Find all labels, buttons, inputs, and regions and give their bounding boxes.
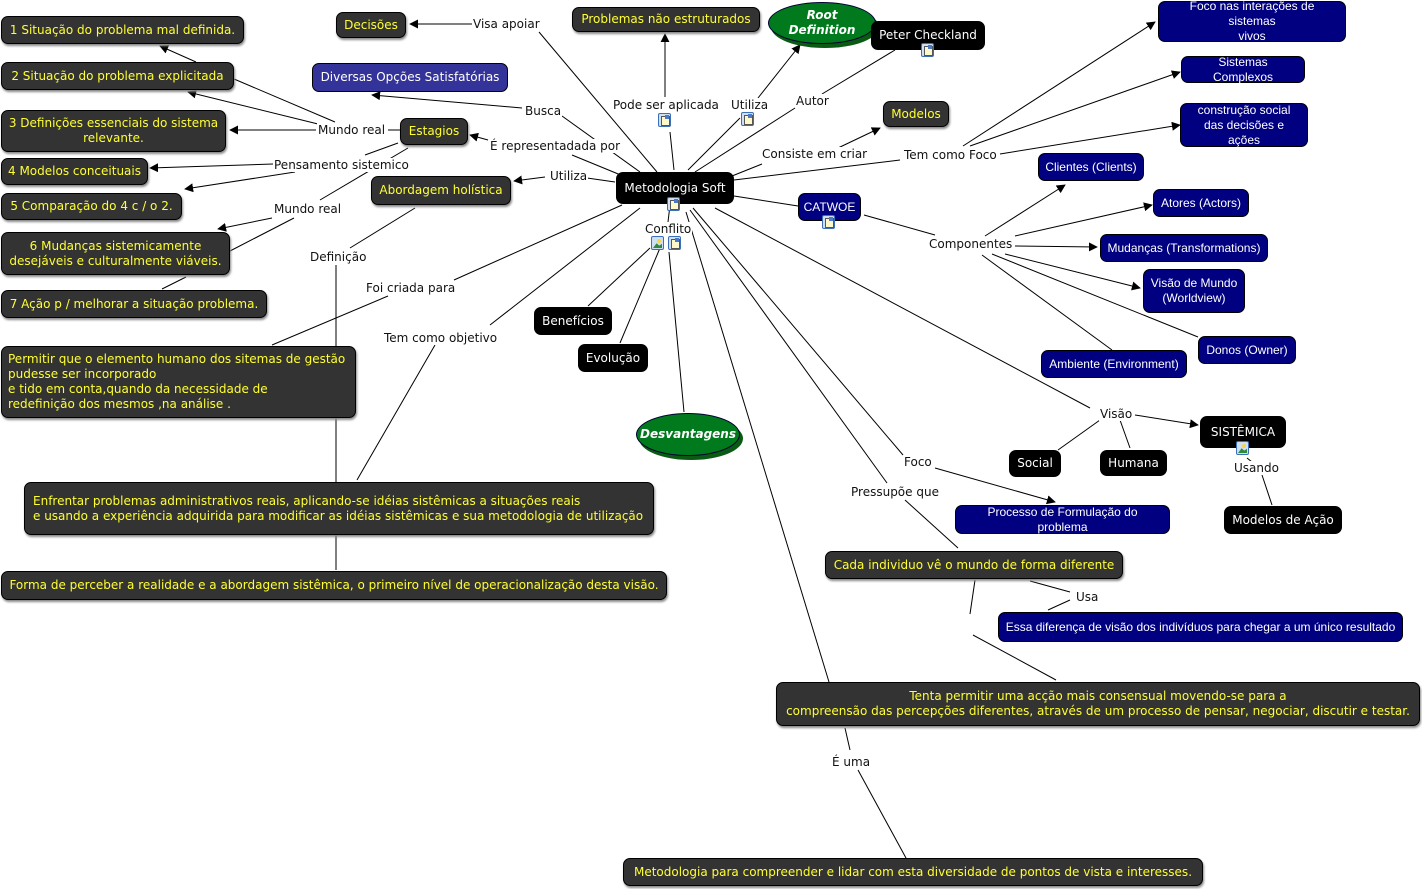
stage-3-node[interactable]: 3 Definições essenciais do sistema relev… [1, 110, 226, 152]
sistemas-complexos-node[interactable]: Sistemas Complexos [1181, 55, 1305, 84]
conflito-document-icon[interactable] [668, 236, 681, 250]
stage-4-node[interactable]: 4 Modelos conceituais [1, 158, 148, 185]
link-pode-ser-aplicada: Pode ser aplicada [612, 98, 720, 112]
link-representada: É representadada por [489, 139, 622, 153]
link-busca: Busca [524, 104, 563, 118]
visao-mundo-node[interactable]: Visão de Mundo (Worldview) [1143, 269, 1245, 313]
link-visa-apoiar: Visa apoiar [472, 17, 541, 31]
stage-1-node[interactable]: 1 Situação do problema mal definida. [1, 16, 244, 44]
link-utiliza-2: Utiliza [730, 98, 770, 112]
root-definition-node[interactable]: Root Definition [768, 2, 876, 44]
cada-individuo-node[interactable]: Cada individuo vê o mundo de forma difer… [825, 551, 1123, 579]
decisoes-node[interactable]: Decisões [336, 12, 406, 38]
beneficios-node[interactable]: Benefícios [534, 307, 612, 335]
metodologia-document-icon[interactable] [667, 197, 680, 211]
link-usando: Usando [1233, 461, 1280, 475]
problemas-nao-estruturados-node[interactable]: Problemas não estruturados [572, 7, 760, 32]
processo-formulacao-node[interactable]: Processo de Formulação do problema [955, 505, 1170, 534]
metodologia-para-node[interactable]: Metodologia para compreender e lidar com… [623, 858, 1203, 886]
link-usa: Usa [1075, 590, 1100, 604]
humana-node[interactable]: Humana [1100, 450, 1167, 476]
link-tem-como-foco: Tem como Foco [903, 148, 998, 162]
sistemica-image-icon[interactable] [1236, 441, 1249, 455]
modelos-node[interactable]: Modelos [883, 101, 949, 127]
social-node[interactable]: Social [1009, 450, 1061, 477]
enfrentar-node[interactable]: Enfrentar problemas administrativos reai… [24, 482, 654, 535]
desvantagens-node[interactable]: Desvantagens [636, 413, 740, 456]
stage-2-node[interactable]: 2 Situação do problema explicitada [1, 62, 234, 90]
clientes-node[interactable]: Clientes (Clients) [1038, 153, 1144, 181]
link-foi-criada: Foi criada para [365, 281, 457, 295]
link-autor: Autor [795, 94, 830, 108]
conflito-image-icon[interactable] [651, 236, 664, 250]
atores-node[interactable]: Atores (Actors) [1153, 189, 1249, 217]
tenta-permitir-node[interactable]: Tenta permitir uma acção mais consensual… [776, 682, 1420, 726]
link-conflito: Conflito [644, 222, 693, 236]
evolucao-node[interactable]: Evolução [578, 344, 648, 372]
essa-diferenca-node[interactable]: Essa diferença de visão dos indivíduos p… [998, 612, 1403, 642]
stage-7-node[interactable]: 7 Ação p / melhorar a situação problema. [1, 290, 267, 318]
utiliza-document-icon[interactable] [741, 112, 754, 126]
link-componentes: Componentes [928, 237, 1014, 251]
link-consiste-em-criar: Consiste em criar [761, 147, 869, 161]
forma-perceber-node[interactable]: Forma de perceber a realidade e a aborda… [1, 571, 667, 600]
permitir-node[interactable]: Permitir que o elemento humano dos sitem… [1, 346, 356, 418]
link-tem-objetivo: Tem como objetivo [383, 331, 499, 345]
estagios-node[interactable]: Estagios [400, 118, 468, 145]
diversas-opcoes-node[interactable]: Diversas Opções Satisfatórias [312, 63, 508, 92]
link-pensamento-sistemico: Pensamento sistemico [273, 158, 410, 172]
link-mundo-real-1: Mundo real [317, 123, 387, 137]
donos-node[interactable]: Donos (Owner) [1198, 336, 1296, 364]
mudancas-node[interactable]: Mudanças (Transformations) [1100, 234, 1268, 262]
link-pressupoe: Pressupõe que [850, 485, 940, 499]
abordagem-holistica-node[interactable]: Abordagem holística [371, 176, 511, 205]
stage-6-node[interactable]: 6 Mudanças sistemicamente desejáveis e c… [1, 232, 230, 275]
construcao-social-node[interactable]: construção social das decisões e ações [1180, 103, 1308, 147]
link-definicao: Definição [309, 250, 368, 264]
foco-interacoes-node[interactable]: Foco nas interações de sistemas vivos [1158, 0, 1346, 43]
link-e-uma: É uma [831, 755, 872, 769]
catwoe-document-icon[interactable] [822, 215, 835, 229]
link-mundo-real-2: Mundo real [273, 202, 343, 216]
pode-ser-document-icon[interactable] [658, 113, 671, 127]
modelos-acao-node[interactable]: Modelos de Ação [1224, 506, 1342, 534]
ambiente-node[interactable]: Ambiente (Environment) [1041, 350, 1187, 378]
stage-5-node[interactable]: 5 Comparação do 4 c / o 2. [1, 193, 182, 220]
link-utiliza-1: Utiliza [549, 169, 589, 183]
link-foco: Foco [903, 455, 933, 469]
peter-document-icon[interactable] [921, 43, 934, 57]
link-visao: Visão [1099, 407, 1134, 421]
